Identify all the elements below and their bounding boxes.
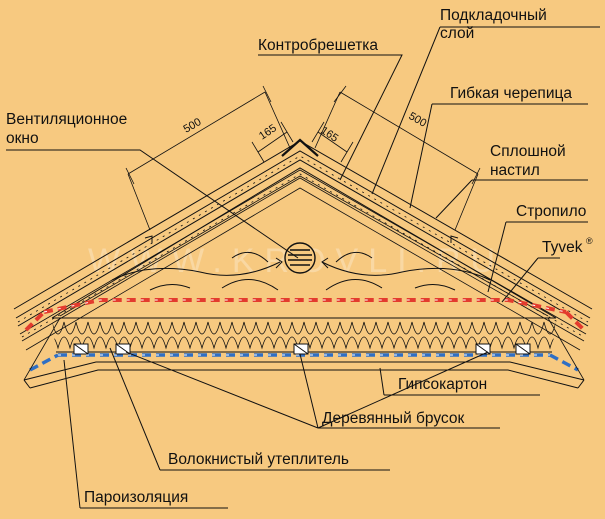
dim-right-165: 165 [318,125,340,145]
airflow-arrows [111,251,491,291]
ventilation-window-icon [284,242,316,274]
label-sploshnoy-2: настил [490,162,540,179]
label-uteplitel: Волокнистый утеплитель [168,451,349,468]
label-gipsokarton: Гипсокартон [398,376,487,393]
label-tyvek-mark: ® [586,236,593,246]
gable [51,167,557,319]
label-brusok: Деревянный брусок [322,410,464,427]
vapor-barrier [29,353,579,372]
label-gibkaya: Гибкая черепица [450,85,572,102]
label-stropilo: Стропило [516,203,586,220]
label-sploshnoy: Сплошной [490,143,566,160]
label-ventokno-2: окно [6,130,39,147]
wind-membrane [24,298,586,332]
dim-left-500: 500 [182,116,204,136]
label-paroizol: Пароизоляция [84,489,188,506]
label-tyvek: Tyvek [542,239,583,256]
dimension-lines [125,85,481,231]
drywall [23,317,585,389]
label-podkladochny: Подкладочный [440,7,547,24]
wooden-battens [73,343,531,355]
dim-right-500: 500 [407,110,429,130]
label-ventokno: Вентиляционное [6,111,127,128]
label-kontrobreshetka: Контробрешетка [258,37,378,54]
label-podkladochny-2: слой [440,25,474,42]
leader-lines [6,26,600,509]
